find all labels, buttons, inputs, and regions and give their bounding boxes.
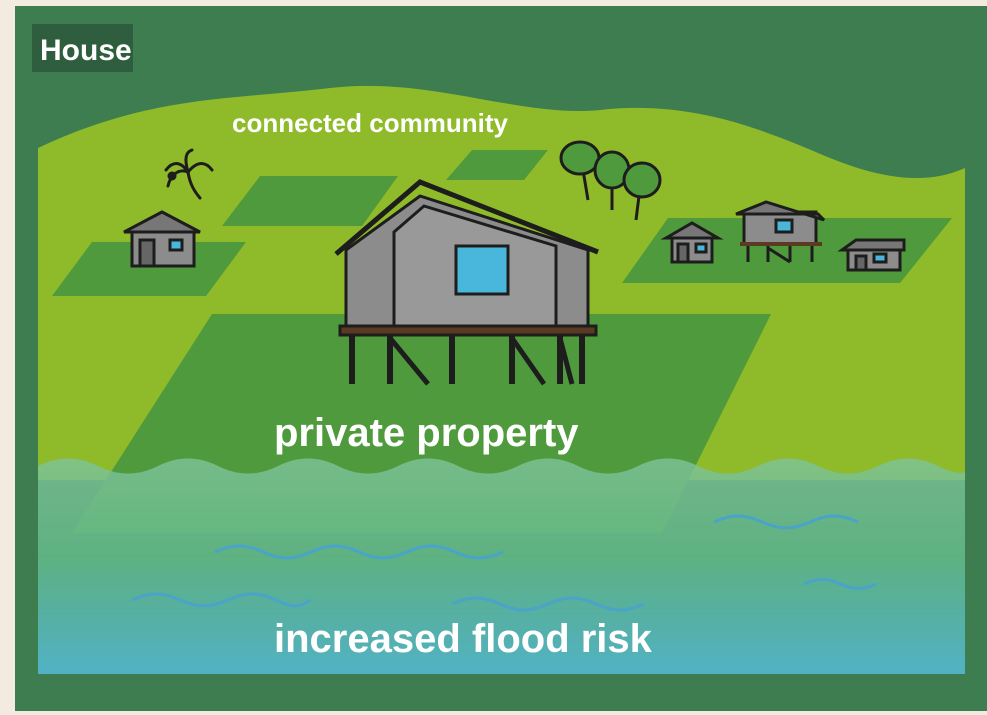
tree-cluster-icon bbox=[559, 140, 662, 221]
wave-icon bbox=[131, 514, 877, 612]
main-stilt-house bbox=[334, 179, 599, 386]
plot-mid-left bbox=[222, 176, 398, 226]
plot-mid-small bbox=[446, 150, 548, 180]
flood-water bbox=[38, 458, 965, 674]
title-badge: House bbox=[32, 24, 133, 72]
plot-left bbox=[52, 242, 246, 296]
house-icon bbox=[123, 210, 201, 268]
palm-tree-icon bbox=[164, 148, 214, 200]
label-private-property: private property bbox=[274, 411, 579, 455]
house-icon bbox=[660, 221, 724, 264]
stilt-house-icon bbox=[735, 200, 826, 264]
label-connected-community: connected community bbox=[232, 108, 508, 138]
house-icon bbox=[837, 238, 906, 272]
house-window bbox=[454, 244, 510, 296]
label-increased-flood-risk: increased flood risk bbox=[274, 617, 653, 661]
diagram-title: House bbox=[40, 34, 132, 67]
